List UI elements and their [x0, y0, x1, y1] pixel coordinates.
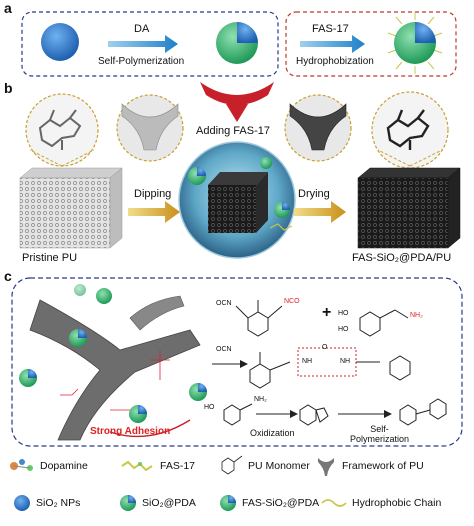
arrow-dipping [128, 201, 180, 223]
legend-framework: Framework of PU [342, 460, 424, 472]
y-framework-right [289, 103, 347, 151]
legend-framework-icon [318, 458, 334, 476]
particles-on-branch [19, 284, 207, 423]
nh2-label-1: NH₂ [410, 312, 423, 319]
legend-sio2-icon [14, 495, 30, 511]
ho-label-1: HO [338, 310, 349, 317]
self-poly-line1: Self- [370, 424, 389, 434]
legend-pu-monomer: PU Monomer [248, 460, 310, 472]
panel-letter-c: c [4, 268, 12, 284]
pu-branch-framework [29, 299, 201, 441]
self-poly-line2: Polymerization [350, 434, 410, 444]
y-framework-left [121, 103, 179, 151]
pu-molecule-circle-right [371, 91, 449, 169]
nh2-label-2: NH₂ [254, 396, 267, 403]
nh-label-2: NH [340, 358, 351, 365]
arrow-fas17 [300, 35, 365, 53]
legend-hydrophobic-chain-icon [321, 499, 347, 507]
legend-sio2-pda-icon [120, 495, 136, 511]
plus-sign: + [322, 304, 332, 321]
arrow-da [108, 35, 178, 53]
pristine-pu-cube [19, 167, 123, 249]
legend-dopamine: Dopamine [40, 460, 88, 472]
o-label: O [322, 344, 328, 351]
sio2-sphere [41, 23, 79, 61]
nco-label-1: NCO [284, 298, 300, 305]
ocn-label-2: OCN [216, 346, 232, 353]
pu-molecule-circle-left [25, 93, 99, 167]
red-down-arrow [200, 82, 274, 105]
panel-letter-b: b [4, 80, 13, 96]
legend-sio2-pda: SiO₂@PDA [142, 497, 196, 509]
sio2-pda-core [237, 22, 258, 43]
product-structure [249, 347, 411, 389]
oxidization-label: Oxidization [250, 428, 295, 438]
legend-sio2: SiO₂ NPs [36, 497, 81, 509]
panel-c-box [11, 277, 463, 447]
strong-adhesion-label: Strong Adhesion [90, 426, 171, 437]
pu-monomer-structure [235, 300, 283, 337]
nh-label-1: NH [302, 358, 313, 365]
legend-fas17: FAS-17 [160, 460, 196, 472]
legend-fas17-icon [121, 460, 153, 472]
adding-fas17-label: Adding FAS-17 [196, 125, 270, 137]
pristine-pu-label: Pristine PU [22, 252, 78, 264]
arrow1-bottom-label: Self-Polymerization [98, 56, 185, 67]
legend-fas-sio2-pda-icon [220, 495, 236, 511]
panel-a-box-left [21, 11, 279, 77]
legend-dopamine-icon [10, 459, 33, 471]
pu-molecule-left [38, 109, 82, 150]
fas-pu-label: FAS-SiO₂@PDA/PU [352, 252, 452, 264]
ho-label-2: HO [338, 326, 349, 333]
ocn-label-1: OCN [216, 300, 232, 307]
dopamine-structure [359, 309, 409, 337]
panel-letter-a: a [4, 0, 12, 16]
arrow2-top-label: FAS-17 [312, 23, 349, 35]
dipping-solution-circle [178, 141, 296, 259]
legend-hydrophobic-chain: Hydrophobic Chain [352, 497, 442, 509]
fas-pu-cube [357, 167, 461, 249]
dipping-label: Dipping [134, 188, 172, 200]
legend-icons [10, 455, 347, 511]
legend-fas-sio2-pda: FAS-SiO₂@PDA [242, 497, 320, 509]
pu-molecule-right [386, 109, 430, 150]
legend-pu-monomer-icon [221, 455, 243, 475]
arrow2-bottom-label: Hydrophobization [296, 56, 374, 67]
drying-label: Drying [298, 188, 330, 200]
dopamine-oxidation-structures [223, 398, 447, 426]
ho-label-3: HO [204, 404, 215, 411]
arrow1-top-label: DA [134, 23, 150, 35]
fas-sio2-pda-sphere [387, 12, 443, 74]
self-polymerization-label: Self- Polymerization [350, 424, 409, 444]
arrow-drying [294, 201, 346, 223]
